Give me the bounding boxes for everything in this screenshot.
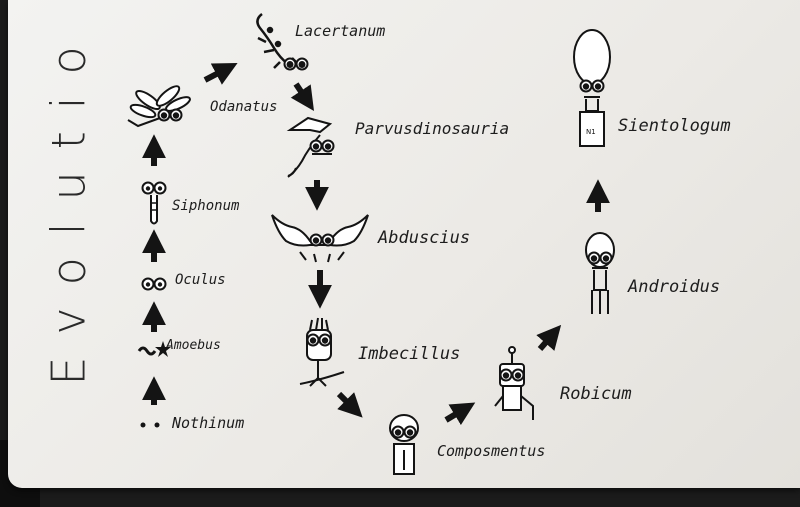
sketch-paper [8, 0, 800, 488]
sientologum-creature: N1 [573, 29, 611, 147]
parvusdinosauria-creature [286, 116, 335, 178]
label-odanatus: Odanatus [210, 99, 278, 115]
arrow-robicum-androidus [536, 324, 562, 351]
label-parvusdinosauria: Parvusdinosauria [355, 119, 510, 138]
lacertanum-lizard [256, 13, 309, 71]
odanatus-dragonfly [127, 85, 191, 128]
label-composmentus: Composmentus [437, 442, 546, 460]
arrow-composmentus-robicum [444, 402, 476, 426]
label-abduscius: Abduscius [378, 228, 471, 248]
label-amoebus: Amoebus [166, 338, 221, 353]
badge-text: N1 [586, 128, 596, 136]
arrow-odanatus-lacertanum [203, 63, 238, 85]
composmentus-creature [389, 414, 419, 475]
amoebus-creature [137, 341, 171, 357]
imbecillus-creature [299, 317, 345, 387]
siphonum-creature [141, 181, 167, 225]
robicum-robot [494, 346, 534, 420]
label-lacertanum: Lacertanum [295, 22, 386, 40]
label-imbecillus: Imbecillus [358, 344, 461, 364]
label-robicum: Robicum [560, 384, 632, 404]
label-siphonum: Siphonum [172, 198, 240, 214]
nothinum-creature [140, 422, 160, 428]
oculus-creature [141, 277, 167, 291]
arrow-imbecillus-composmentus [336, 391, 363, 418]
abduscius-creature [271, 214, 369, 263]
arrow-lacertanum-parvus [290, 82, 314, 111]
label-nothinum: Nothinum [172, 414, 245, 432]
label-androidus: Androidus [628, 277, 721, 297]
androidus-creature [585, 232, 615, 314]
label-sientologum: Sientologum [618, 116, 731, 136]
label-oculus: Oculus [175, 272, 226, 288]
